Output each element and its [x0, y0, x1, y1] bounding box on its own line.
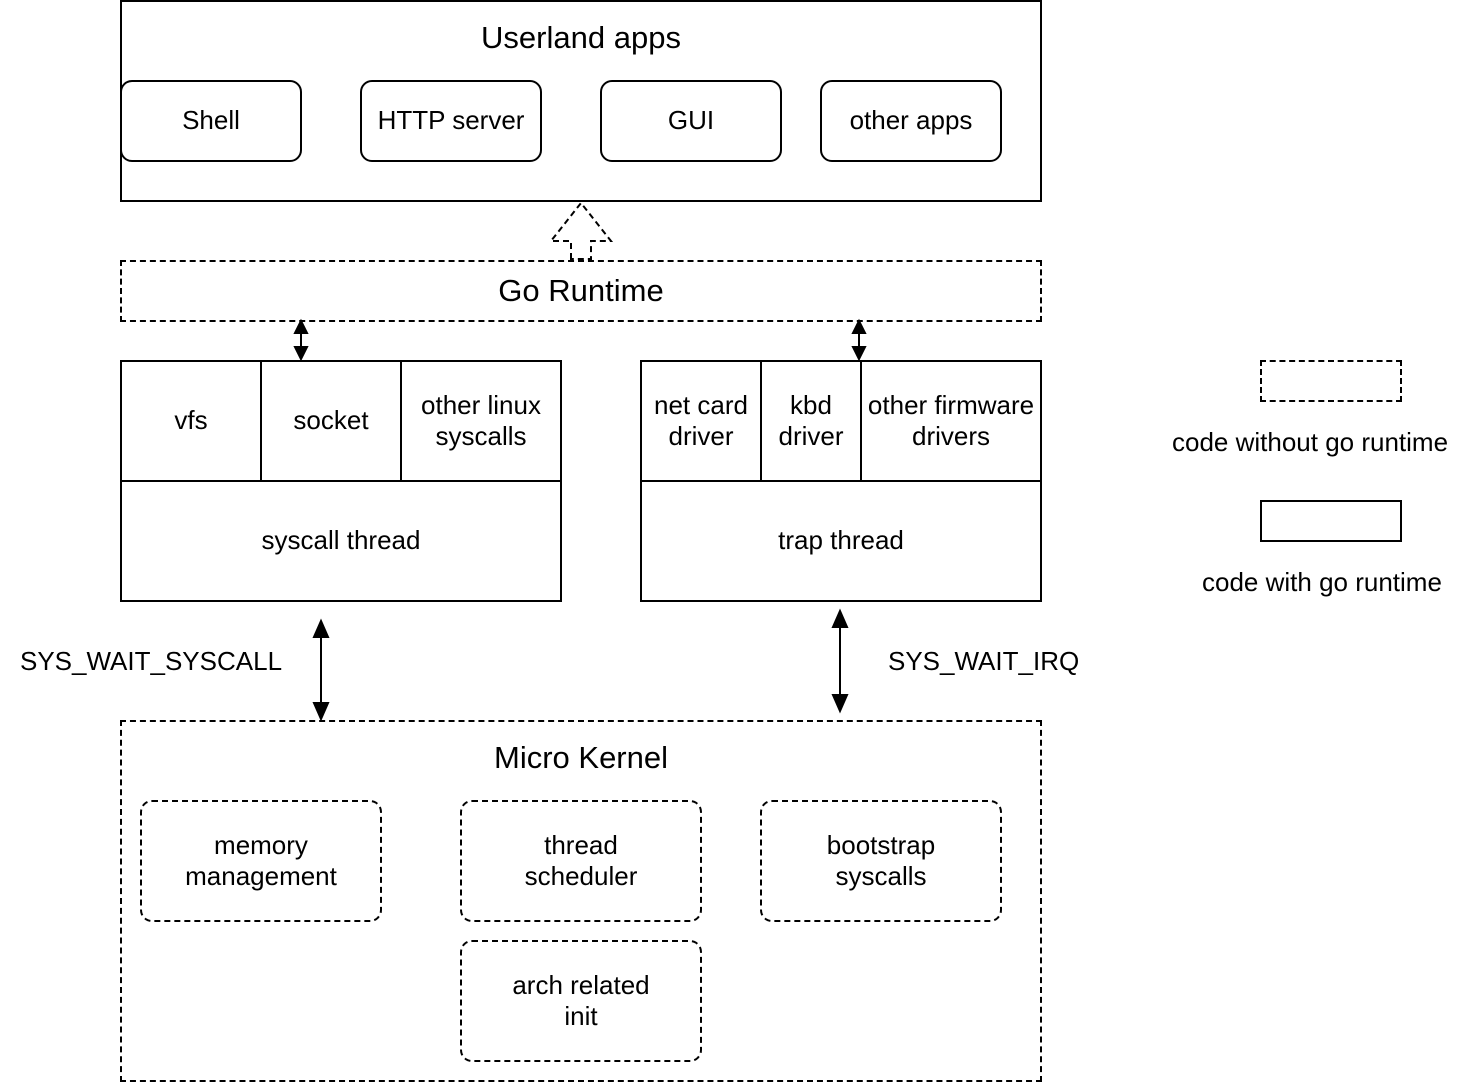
module-arch-related-init: arch related init — [460, 940, 702, 1062]
userland-apps-title: Userland apps — [481, 20, 681, 55]
app-http-server: HTTP server — [360, 80, 542, 162]
app-gui: GUI — [600, 80, 782, 162]
app-shell: Shell — [120, 80, 302, 162]
module-bootstrap-syscalls: bootstrap syscalls — [760, 800, 1002, 922]
runtime-syscall-double-arrow — [293, 318, 309, 362]
syscall-kernel-double-arrow — [312, 618, 330, 722]
syscall-thread: syscall thread — [261, 525, 421, 556]
cell-socket: socket — [293, 405, 369, 436]
module-thread-scheduler: thread scheduler — [460, 800, 702, 922]
legend-dashed-swatch — [1260, 360, 1402, 402]
legend-solid-label: code with go runtime — [1202, 567, 1442, 597]
legend-solid-swatch — [1260, 500, 1402, 542]
legend-dashed-label: code without go runtime — [1172, 427, 1449, 457]
app-other-apps: other apps — [820, 80, 1002, 162]
cell-other-firmware-drivers: other firmware drivers — [867, 389, 1035, 451]
cell-kbd-driver: kbd driver — [778, 389, 844, 451]
go-runtime-box: Go Runtime — [120, 260, 1042, 322]
cell-other-linux-syscalls: other linux syscalls — [421, 389, 541, 451]
runtime-to-userland-arrow — [548, 201, 614, 260]
module-memory-management: memory management — [140, 800, 382, 922]
sys-wait-irq-label: SYS_WAIT_IRQ — [888, 646, 1080, 676]
trap-kernel-double-arrow — [831, 608, 849, 714]
cell-vfs: vfs — [174, 405, 208, 436]
micro-kernel-title: Micro Kernel — [494, 740, 668, 775]
trap-thread: trap thread — [778, 525, 904, 556]
runtime-trap-double-arrow — [851, 318, 867, 362]
cell-net-card-driver: net card driver — [654, 389, 748, 451]
sys-wait-syscall-label: SYS_WAIT_SYSCALL — [20, 646, 283, 676]
